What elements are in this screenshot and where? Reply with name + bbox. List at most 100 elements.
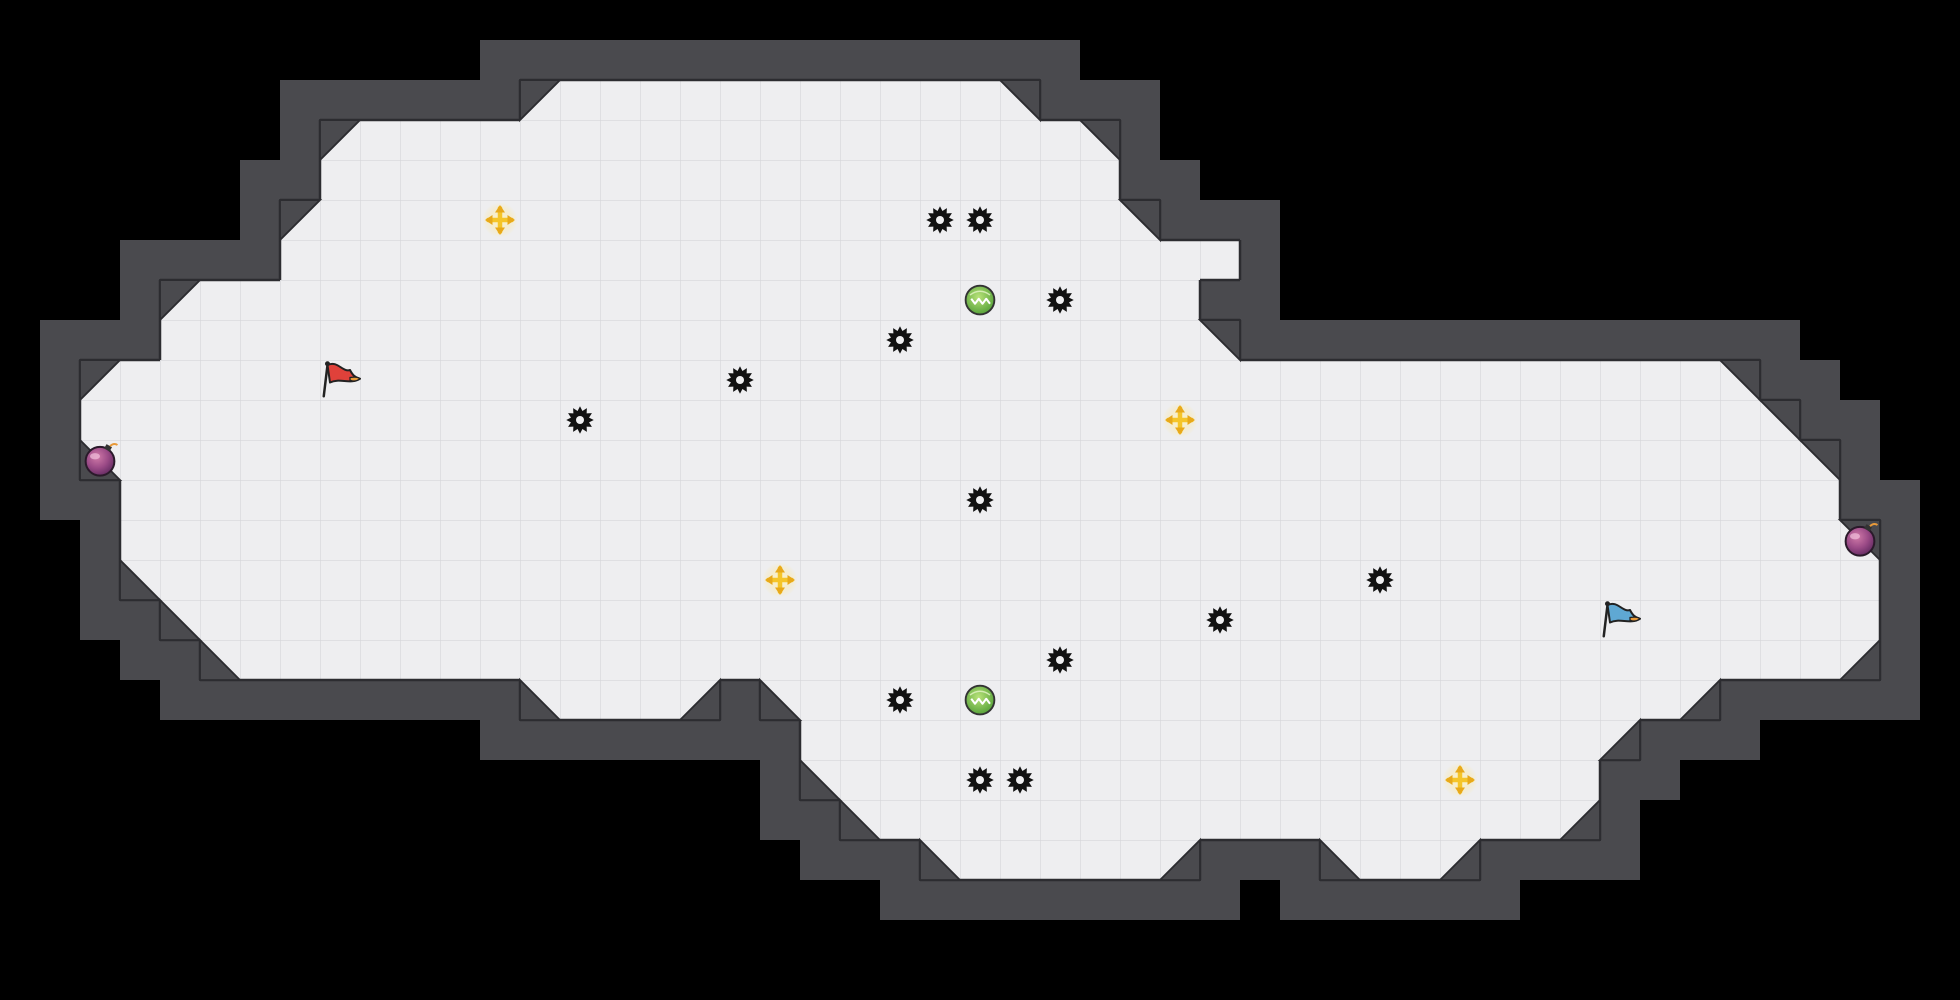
- floor-tile: [560, 280, 600, 320]
- floor-tile: [1280, 720, 1320, 760]
- spike-icon: [726, 366, 754, 394]
- floor-tile: [1240, 400, 1280, 440]
- floor-tile: [1200, 400, 1240, 440]
- floor-tile: [600, 240, 640, 280]
- boost-icon[interactable]: [1442, 762, 1478, 798]
- wall-tile: [760, 760, 800, 800]
- floor-tile: [1400, 800, 1440, 840]
- powerup-icon[interactable]: [964, 284, 996, 316]
- wall-bevel: [1597, 717, 1641, 761]
- floor-tile: [1160, 280, 1200, 320]
- wall-tile: [1880, 480, 1920, 520]
- floor-tile: [160, 480, 200, 520]
- floor-tile: [920, 520, 960, 560]
- floor-tile: [1280, 360, 1320, 400]
- floor-tile: [800, 400, 840, 440]
- floor-tile: [1600, 640, 1640, 680]
- floor-tile: [1800, 640, 1840, 680]
- floor-tile: [1240, 600, 1280, 640]
- floor-tile: [1720, 400, 1760, 440]
- wall-tile: [1720, 320, 1760, 360]
- floor-tile: [1520, 800, 1560, 840]
- floor-tile: [360, 200, 400, 240]
- floor-tile: [320, 640, 360, 680]
- floor-tile: [320, 480, 360, 520]
- floor-tile: [1040, 520, 1080, 560]
- floor-tile: [600, 360, 640, 400]
- floor-tile: [1360, 640, 1400, 680]
- wall-tile: [480, 680, 520, 720]
- floor-tile: [280, 600, 320, 640]
- floor-tile: [800, 320, 840, 360]
- floor-tile: [1320, 360, 1360, 400]
- floor-tile: [840, 320, 880, 360]
- wall-tile: [720, 720, 760, 760]
- floor-tile: [1320, 440, 1360, 480]
- blue-flag-icon[interactable]: [1602, 601, 1641, 638]
- floor-tile: [640, 600, 680, 640]
- floor-tile: [840, 760, 880, 800]
- wall-bevel: [1437, 837, 1481, 881]
- floor-tile: [1440, 600, 1480, 640]
- floor-tile: [1400, 680, 1440, 720]
- wall-tile: [1240, 840, 1280, 880]
- boost-icon[interactable]: [1162, 402, 1198, 438]
- floor-tile: [1000, 360, 1040, 400]
- floor-tile: [1200, 560, 1240, 600]
- floor-tile: [1160, 440, 1200, 480]
- floor-tile: [720, 480, 760, 520]
- wall-tile: [1320, 880, 1360, 920]
- floor-tile: [960, 320, 1000, 360]
- floor-tile: [400, 640, 440, 680]
- floor-tile: [440, 360, 480, 400]
- floor-tile: [1160, 800, 1200, 840]
- floor-tile: [360, 280, 400, 320]
- floor-tile: [320, 440, 360, 480]
- wall-tile: [840, 840, 880, 880]
- wall-tile: [880, 880, 920, 920]
- floor-tile: [240, 400, 280, 440]
- floor-tile: [920, 320, 960, 360]
- floor-tile: [680, 640, 720, 680]
- spike-icon: [1046, 286, 1074, 314]
- bomb-icon[interactable]: [1844, 523, 1879, 557]
- spike-icon: [966, 206, 994, 234]
- floor-tile: [440, 520, 480, 560]
- floor-tile: [800, 600, 840, 640]
- red-flag-icon[interactable]: [322, 361, 361, 398]
- floor-tile: [440, 120, 480, 160]
- floor-tile: [1560, 440, 1600, 480]
- floor-tile: [1480, 720, 1520, 760]
- floor-tile: [520, 600, 560, 640]
- floor-tile: [960, 160, 1000, 200]
- bomb-icon[interactable]: [84, 443, 119, 477]
- powerup-icon[interactable]: [964, 684, 996, 716]
- floor-tile: [640, 320, 680, 360]
- floor-tile: [480, 600, 520, 640]
- wall-tile: [480, 40, 520, 80]
- boost-icon[interactable]: [482, 202, 518, 238]
- floor-tile: [400, 200, 440, 240]
- floor-tile: [720, 640, 760, 680]
- wall-tile: [1160, 160, 1200, 200]
- floor-tile: [920, 680, 960, 720]
- floor-tile: [1080, 360, 1120, 400]
- boost-icon[interactable]: [762, 562, 798, 598]
- floor-tile: [1240, 360, 1280, 400]
- floor-tile: [1120, 240, 1160, 280]
- floor-tile: [1720, 480, 1760, 520]
- floor-tile: [1160, 320, 1200, 360]
- wall-tile: [760, 40, 800, 80]
- floor-tile: [520, 640, 560, 680]
- floor-tile: [640, 480, 680, 520]
- floor-tile: [680, 320, 720, 360]
- wall-tile: [1720, 680, 1760, 720]
- floor-tile: [480, 400, 520, 440]
- wall-tile: [1840, 440, 1880, 480]
- floor-tile: [1120, 560, 1160, 600]
- floor-tile: [1240, 480, 1280, 520]
- wall-tile: [400, 680, 440, 720]
- floor-tile: [160, 400, 200, 440]
